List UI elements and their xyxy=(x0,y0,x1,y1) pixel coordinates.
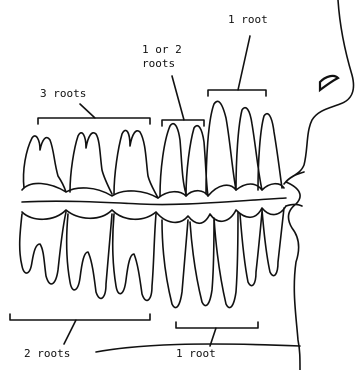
lower-premolar-2 xyxy=(190,220,214,306)
leader-three-roots xyxy=(80,104,95,118)
upper-molar-3 xyxy=(114,130,158,198)
upper-crown-row xyxy=(22,183,284,198)
upper-incisor-2 xyxy=(258,114,282,190)
lower-premolar-1 xyxy=(162,220,188,308)
lower-molar-1 xyxy=(20,212,66,284)
label-one-root-top: 1 root xyxy=(228,14,268,26)
upper-molar-2 xyxy=(70,133,112,194)
label-three-roots: 3 roots xyxy=(40,88,86,100)
lower-molar-2 xyxy=(67,214,112,298)
lower-canine xyxy=(214,212,238,308)
label-one-or-two-line1: 1 or 2 xyxy=(142,44,182,56)
bracket-one-root-bottom xyxy=(176,322,258,328)
lower-incisor-1 xyxy=(240,212,262,286)
lower-crown-row xyxy=(22,206,286,223)
label-two-roots: 2 roots xyxy=(24,348,70,360)
bracket-three-roots xyxy=(38,118,150,124)
leader-one-or-two-roots xyxy=(172,76,184,120)
lower-molar-3 xyxy=(113,214,156,300)
nostril-mark xyxy=(320,76,338,90)
leader-one-root-top xyxy=(238,36,250,90)
label-one-root-bottom: 1 root xyxy=(176,348,216,360)
upper-canine xyxy=(206,101,236,194)
upper-premolar-1 xyxy=(160,124,186,196)
occlusal-plane xyxy=(22,198,286,205)
label-one-or-two-line2: roots xyxy=(142,58,175,70)
upper-premolar-2 xyxy=(186,126,208,196)
face-profile xyxy=(286,0,354,370)
bracket-two-roots xyxy=(10,314,150,320)
leader-two-roots xyxy=(64,320,76,344)
bracket-one-root-top xyxy=(208,90,266,96)
lower-incisor-2 xyxy=(262,208,284,276)
